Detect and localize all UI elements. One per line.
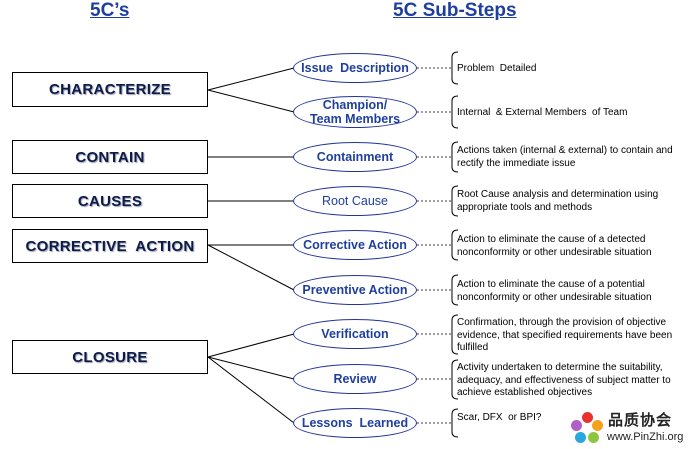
substep-root-cause: Root Cause: [293, 186, 417, 216]
substep-verification: Verification: [293, 319, 417, 349]
phase-label: CLOSURE: [72, 348, 148, 366]
phase-label: CORRECTIVE ACTION: [25, 237, 195, 255]
description-containment: Actions taken (internal & external) to c…: [457, 145, 673, 169]
substep-label: Corrective Action: [303, 238, 407, 252]
substep-label: Preventive Action: [302, 283, 408, 297]
description-champion: Internal & External Members of Team: [457, 107, 628, 118]
description-issue: Problem Detailed: [457, 63, 537, 74]
phase-characterize: CHARACTERIZE: [12, 72, 208, 107]
substep-containment: Containment: [293, 142, 417, 172]
phase-label: CONTAIN: [75, 148, 145, 166]
substep-label: Containment: [316, 150, 394, 164]
description-verification: Confirmation, through the provision of o…: [457, 317, 673, 353]
phase-corrective-action: CORRECTIVE ACTION: [12, 229, 208, 263]
substep-issue-description: Issue Description: [293, 53, 417, 83]
phase-contain: CONTAIN: [12, 140, 208, 174]
description-preventive-action: Action to eliminate the cause of a poten…: [457, 279, 652, 303]
substep-label: Root Cause: [321, 194, 388, 208]
phase-causes: CAUSES: [12, 184, 208, 218]
logo-chinese-text: 品质协会: [608, 411, 673, 429]
substep-corrective-action: Corrective Action: [293, 230, 417, 260]
header-5cs: 5C’s: [90, 0, 130, 21]
phase-label: CAUSES: [77, 192, 143, 210]
phase-label: CHARACTERIZE: [49, 81, 171, 98]
phase-closure: CLOSURE: [12, 340, 208, 374]
pinzhi-logo: 品质协会 www.PinZhi.org: [570, 408, 690, 448]
substep-label: Champion/ Team Members: [309, 98, 401, 126]
substep-label: Review: [333, 372, 377, 386]
description-lessons-learned: Scar, DFX or BPI?: [457, 412, 542, 423]
substep-lessons-learned: Lessons Learned: [293, 408, 417, 438]
substep-label: Lessons Learned: [301, 416, 409, 430]
substep-preventive-action: Preventive Action: [293, 275, 417, 305]
substep-label: Verification: [321, 327, 389, 341]
description-corrective-action: Action to eliminate the cause of a detec…: [457, 234, 652, 258]
substep-champion-team-members: Champion/ Team Members: [293, 96, 417, 128]
description-review: Activity undertaken to determine the sui…: [457, 362, 671, 398]
header-sub-steps: 5C Sub-Steps: [393, 0, 517, 21]
substep-label: Issue Description: [301, 61, 409, 75]
description-root-cause: Root Cause analysis and determination us…: [457, 189, 659, 213]
logo-url: www.PinZhi.org: [607, 431, 684, 443]
substep-review: Review: [293, 364, 417, 394]
flower-icon: [570, 412, 604, 446]
